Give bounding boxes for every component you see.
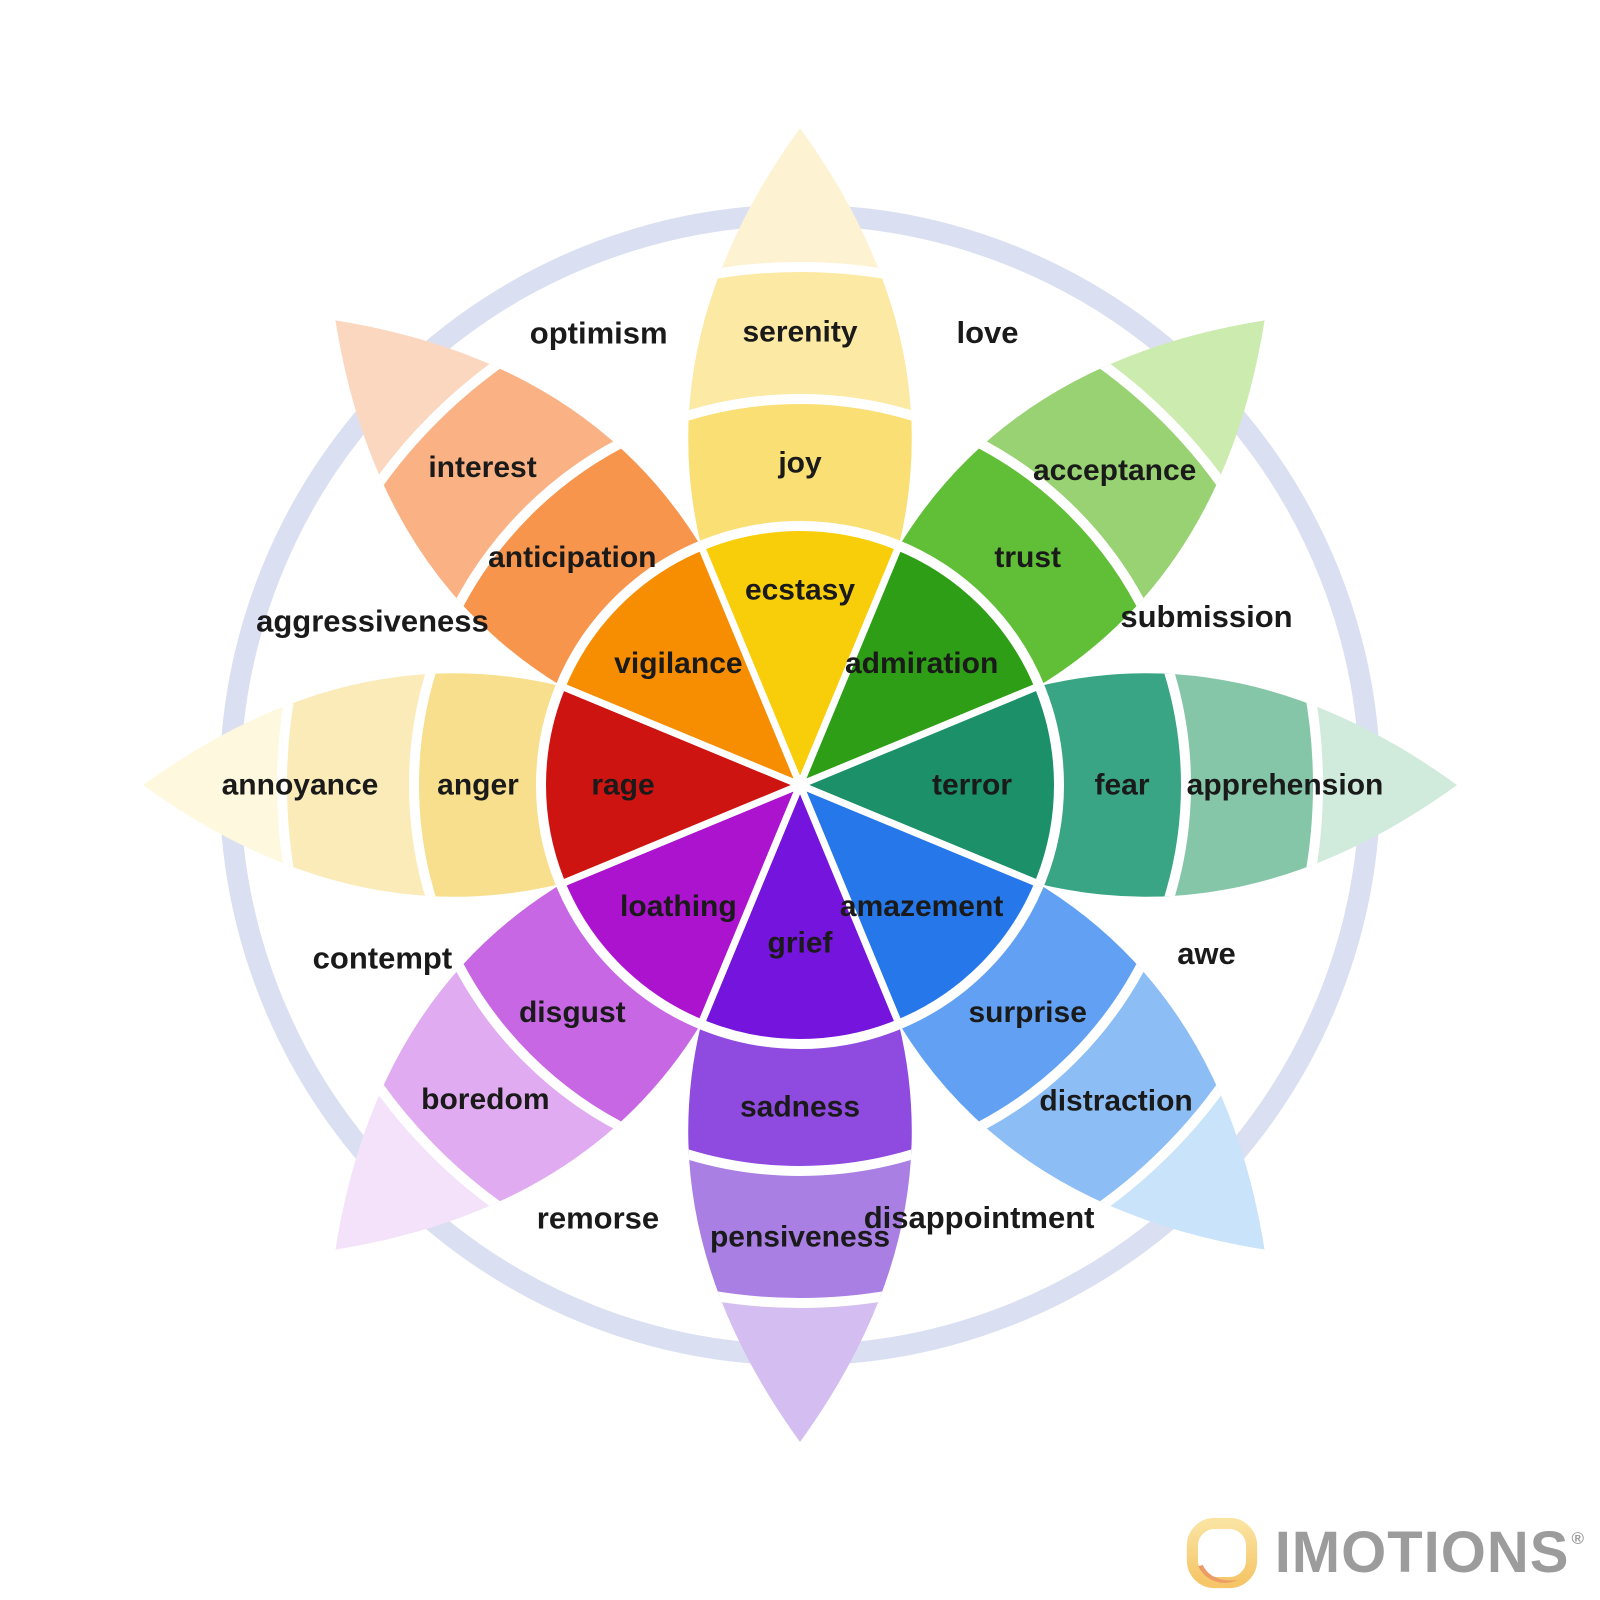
label-pensiveness: pensiveness — [710, 1221, 890, 1254]
petal-segment-sadness — [688, 1023, 912, 1171]
petal-anger — [143, 673, 562, 897]
registered-trademark-mark: ® — [1571, 1529, 1584, 1548]
logo-swoosh — [1198, 1564, 1238, 1583]
logo-ring — [1186, 1517, 1257, 1589]
label-anger: anger — [437, 769, 519, 802]
petal-sadness — [688, 1023, 912, 1442]
label-sadness: sadness — [740, 1091, 860, 1124]
label-vigilance: vigilance — [614, 647, 742, 680]
label-disgust: disgust — [519, 996, 626, 1029]
label-apprehension: apprehension — [1187, 769, 1384, 802]
imotions-logo: IMOTIONS® — [1185, 1516, 1584, 1590]
label-terror: terror — [932, 769, 1012, 802]
label-anticipation: anticipation — [488, 541, 656, 574]
dyad-label-awe: awe — [1177, 936, 1236, 971]
petal-segment-fear — [1038, 673, 1186, 897]
wedge-petal-separator — [536, 521, 1064, 1049]
band-separator — [1038, 673, 1191, 897]
label-joy: joy — [777, 447, 822, 480]
petal-segment-serenity — [688, 267, 912, 547]
dyad-label-remorse: remorse — [537, 1201, 659, 1236]
petal-tip-pensiveness — [688, 1023, 912, 1442]
band-separator — [688, 1023, 912, 1308]
petal-fear — [1038, 673, 1457, 897]
petal-tip-annoyance — [143, 673, 562, 897]
label-fear: fear — [1094, 769, 1149, 802]
petal-tip-serenity — [688, 128, 912, 547]
label-acceptance: acceptance — [1033, 454, 1196, 487]
dyad-label-aggressiveness: aggressiveness — [256, 603, 489, 638]
dyad-label-optimism: optimism — [530, 315, 668, 350]
band-separator — [409, 673, 562, 897]
label-distraction: distraction — [1039, 1085, 1192, 1118]
label-trust: trust — [994, 541, 1061, 574]
label-amazement: amazement — [840, 890, 1003, 923]
band-separator — [688, 1023, 912, 1176]
label-grief: grief — [767, 927, 833, 960]
dyad-label-love: love — [956, 315, 1018, 350]
label-serenity: serenity — [742, 316, 857, 349]
band-separator — [688, 394, 912, 547]
imotions-logo-icon — [1186, 1517, 1257, 1589]
label-boredom: boredom — [421, 1083, 549, 1116]
band-separator — [688, 262, 912, 547]
band-separator — [277, 673, 562, 897]
band-separator — [1038, 673, 1323, 897]
label-loathing: loathing — [620, 890, 737, 923]
label-surprise: surprise — [968, 996, 1086, 1029]
imotions-logo-text: IMOTIONS® — [1274, 1520, 1584, 1585]
petal-segment-annoyance — [282, 673, 562, 897]
label-ecstasy: ecstasy — [745, 574, 855, 607]
label-admiration: admiration — [845, 647, 998, 680]
petal-segment-anger — [414, 673, 562, 897]
petal-segment-apprehension — [1038, 673, 1318, 897]
petal-joy — [688, 128, 912, 547]
dyad-label-submission: submission — [1120, 599, 1292, 634]
petal-tip-apprehension — [1038, 673, 1457, 897]
dyad-label-contempt: contempt — [313, 940, 453, 975]
label-annoyance: annoyance — [222, 769, 379, 802]
label-rage: rage — [591, 769, 654, 802]
dyad-label-disappointment: disappointment — [864, 1200, 1095, 1235]
label-interest: interest — [428, 451, 536, 484]
petal-segment-pensiveness — [688, 1023, 912, 1303]
petal-segment-joy — [688, 399, 912, 547]
